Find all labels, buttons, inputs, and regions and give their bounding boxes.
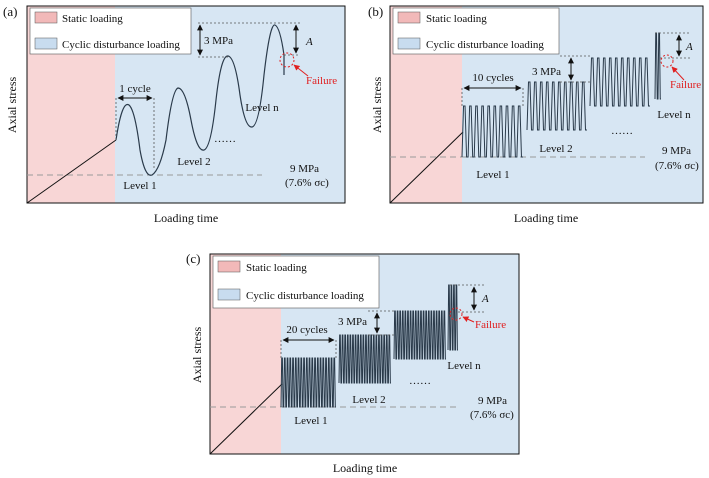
panel-c-label: (c): [186, 251, 200, 266]
panel-c-level-n-label: Level n: [447, 360, 481, 372]
panel-c-failure-marker: [449, 307, 463, 321]
panel-c-ellipsis: ……: [409, 375, 431, 387]
panel-b: Static loading Cyclic disturbance loadin…: [368, 4, 704, 225]
panel-c-level-1-label: Level 1: [294, 415, 327, 427]
panel-b-legend-static-label: Static loading: [426, 13, 487, 25]
panel-c-wave-level-1: [280, 357, 336, 408]
panel-b-wave-level-3: [589, 57, 650, 107]
panel-c-failure-label: Failure: [475, 319, 506, 331]
panel-c-static-ramp: [209, 383, 283, 455]
panel-b-step-label: 3 MPa: [532, 66, 561, 78]
panel-b-wave-level-1: [461, 105, 523, 158]
panel-a-cycles-label: 1 cycle: [119, 83, 151, 95]
panel-b-baseline-pct-label: (7.6% σc): [655, 160, 699, 172]
panel-b-failure-arrow: [671, 66, 685, 81]
panel-c-legend-static-label: Static loading: [246, 262, 307, 274]
panel-a-label: (a): [3, 4, 17, 19]
panel-a-legend-static-swatch: [34, 11, 58, 24]
panel-b-ellipsis: ……: [611, 125, 633, 137]
panel-a-cyclic-wave: [115, 24, 285, 176]
panel-a-legend-static-label: Static loading: [62, 13, 123, 25]
panel-c-cycles-label: 20 cycles: [286, 324, 327, 336]
panel-c-amplitude-label: A: [481, 293, 489, 305]
panel-c-legend-cyclic-label: Cyclic disturbance loading: [246, 290, 364, 302]
panel-b-frame: [389, 5, 704, 204]
panel-c-legend-static-swatch: [217, 260, 241, 273]
panel-b-level-n-label: Level n: [657, 109, 691, 121]
panel-a-x-axis-label: Loading time: [154, 211, 218, 225]
panel-b-x-axis-label: Loading time: [514, 211, 578, 225]
panel-c-baseline-pct-label: (7.6% σc): [470, 409, 514, 421]
panel-a-frame: [26, 5, 346, 204]
panel-b-static-ramp: [389, 131, 464, 204]
panel-b-legend-static-swatch: [397, 11, 421, 24]
panel-a-baseline-pct-label: (7.6% σc): [285, 177, 329, 189]
panel-c-wave-level-2: [338, 334, 391, 384]
panel-c-level-2-label: Level 2: [352, 394, 385, 406]
panel-c-baseline-label: 9 MPa: [478, 395, 507, 407]
panel-a-failure-marker: [279, 52, 295, 68]
panel-b-label: (b): [368, 4, 383, 19]
panel-b-amplitude-label: A: [685, 41, 693, 53]
panel-c-wave-level-n: [447, 284, 458, 351]
panel-a-legend-cyclic-swatch: [34, 37, 58, 50]
panel-c: Static loading Cyclic disturbance loadin…: [186, 251, 520, 475]
panel-c-wave-level-3: [393, 310, 446, 360]
panel-a-amplitude-label: A: [305, 36, 313, 48]
panel-b-baseline-label: 9 MPa: [662, 145, 691, 157]
panel-c-failure-arrow: [462, 316, 475, 323]
panel-c-legend-cyclic-swatch: [217, 288, 241, 301]
panel-b-legend-box: [392, 7, 560, 55]
panel-c-legend-box: [212, 255, 380, 309]
panel-a-baseline-label: 9 MPa: [290, 163, 319, 175]
panel-b-failure-label: Failure: [670, 79, 701, 91]
panel-a-level-1-label: Level 1: [123, 180, 156, 192]
panel-a: Static loading Cyclic disturbance loadin…: [3, 4, 346, 225]
panel-a-step-label: 3 MPa: [204, 35, 233, 47]
panel-b-cycles-label: 10 cycles: [472, 72, 513, 84]
panel-b-level-2-label: Level 2: [539, 143, 572, 155]
panel-b-level-1-label: Level 1: [476, 169, 509, 181]
panel-a-failure-arrow: [293, 64, 309, 77]
panel-b-legend-cyclic-swatch: [397, 37, 421, 50]
panel-b-failure-marker: [660, 54, 674, 68]
panel-a-static-ramp: [26, 139, 117, 204]
panel-a-ellipsis: ……: [214, 133, 236, 145]
panel-b-y-axis-label: Axial stress: [370, 77, 384, 134]
panel-a-level-n-label: Level n: [245, 102, 279, 114]
panel-a-legend-cyclic-label: Cyclic disturbance loading: [62, 39, 180, 51]
panel-a-failure-label: Failure: [306, 75, 337, 87]
panel-b-legend-cyclic-label: Cyclic disturbance loading: [426, 39, 544, 51]
panel-a-level-2-label: Level 2: [177, 156, 210, 168]
panel-c-y-axis-label: Axial stress: [190, 327, 204, 384]
panel-c-x-axis-label: Loading time: [333, 461, 397, 475]
panel-c-step-label: 3 MPa: [338, 316, 367, 328]
panel-a-y-axis-label: Axial stress: [5, 77, 19, 134]
panel-c-frame: [209, 253, 520, 455]
